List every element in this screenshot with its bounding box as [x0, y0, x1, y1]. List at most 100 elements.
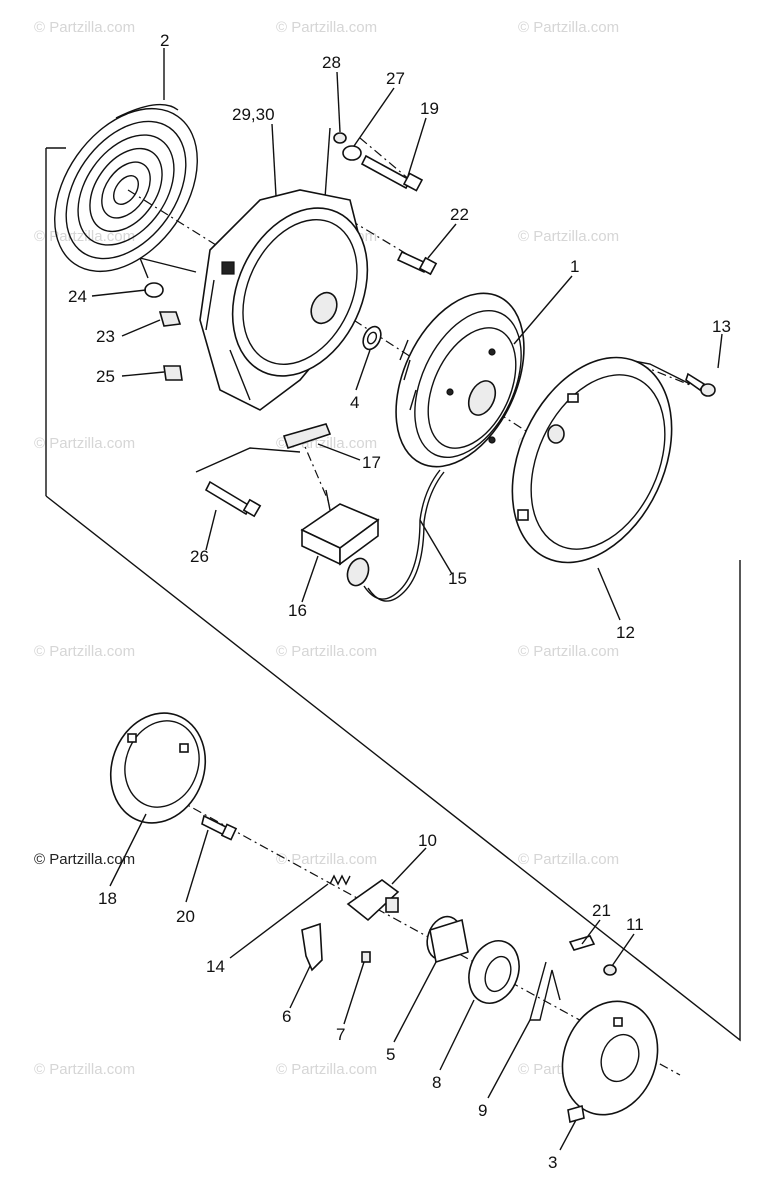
callout-11: 11: [626, 915, 644, 934]
callout-12: 12: [616, 623, 635, 642]
lower-assembly: [109, 712, 659, 1124]
bolt-19-icon: [360, 154, 412, 190]
assembly-bracket-lines: [45, 127, 741, 1042]
recoil-spring: [54, 103, 198, 273]
leader-lines: [91, 48, 723, 1151]
recoil-cover: [511, 356, 673, 564]
leader-line: [185, 829, 209, 903]
leader-line: [121, 371, 165, 377]
callout-25: 25: [96, 367, 115, 386]
watermark: © Partzilla.com: [518, 643, 619, 660]
leader-line: [301, 555, 319, 603]
leader-line: [559, 1119, 577, 1151]
leader-line: [317, 443, 361, 461]
crankcase-housing: [199, 189, 369, 411]
callout-24: 24: [68, 287, 87, 306]
watermark: © Partzilla.com: [276, 19, 377, 36]
axis-line: [299, 434, 331, 506]
watermark: © Partzilla.com: [276, 1061, 377, 1078]
nut-28-icon: [333, 132, 347, 144]
leader-line: [439, 999, 475, 1071]
pin-7-icon: [361, 951, 371, 963]
screw-26-icon: [204, 480, 252, 516]
callout-13: 13: [712, 317, 731, 336]
callout-17: 17: [362, 453, 381, 472]
callout-4: 4: [350, 393, 359, 412]
callout-28: 28: [322, 53, 341, 72]
callout-3: 3: [548, 1153, 557, 1172]
leader-line: [391, 847, 427, 885]
bolt-13-icon: [685, 372, 706, 392]
leader-line: [353, 87, 395, 147]
cup-18-icon: [109, 712, 207, 824]
bracket-switch-wire: [282, 423, 445, 602]
washer-8-icon: [468, 940, 520, 1004]
bracket-line: [139, 257, 197, 279]
callout-23: 23: [96, 327, 115, 346]
callout-9: 9: [478, 1101, 487, 1120]
bracket-line: [195, 447, 301, 473]
leader-line: [121, 319, 161, 337]
washer-11-icon: [603, 964, 617, 976]
small-hardware-top: [144, 132, 716, 518]
leader-line: [271, 123, 277, 197]
callout-16: 16: [288, 601, 307, 620]
leader-line: [393, 961, 437, 1043]
callout-7: 7: [336, 1025, 345, 1044]
bracket-line: [45, 495, 741, 1042]
watermark: © Partzilla.com: [34, 228, 135, 245]
leader-line: [597, 567, 621, 621]
callout-8: 8: [432, 1073, 441, 1092]
leader-line: [419, 519, 453, 575]
bracket-17-icon: [282, 423, 332, 450]
leader-line: [109, 813, 147, 887]
flywheel: [395, 292, 525, 468]
callout-22: 22: [450, 205, 469, 224]
leader-line: [343, 961, 365, 1025]
washer-24-icon: [144, 282, 164, 298]
leader-line: [205, 509, 217, 551]
callout-5: 5: [386, 1045, 395, 1064]
clip-9-icon: [529, 961, 561, 1021]
callout-15: 15: [448, 569, 467, 588]
callout-27: 27: [386, 69, 405, 88]
leader-line: [513, 275, 573, 345]
callout-21: 21: [592, 901, 611, 920]
leader-line: [407, 117, 427, 177]
watermark: © Partzilla.com: [518, 19, 619, 36]
watermark: © Partzilla.com: [518, 851, 619, 868]
callout-14: 14: [206, 957, 225, 976]
callout-6: 6: [282, 1007, 291, 1026]
axis-line: [359, 137, 411, 181]
leader-line: [611, 933, 635, 967]
wire-15-icon: [363, 469, 441, 600]
axis-line: [127, 189, 241, 261]
callout-18: 18: [98, 889, 117, 908]
watermark: © Partzilla.com: [34, 643, 135, 660]
watermark: © Partzilla.com: [34, 1061, 135, 1078]
callout-10: 10: [418, 831, 437, 850]
leader-line: [427, 223, 457, 259]
watermark: © Partzilla.com: [34, 19, 135, 36]
leader-line: [229, 883, 329, 959]
bushing-25-icon: [163, 365, 183, 381]
axis-line: [349, 219, 421, 263]
watermark-dark: © Partzilla.com: [34, 851, 135, 868]
seal-4-icon: [362, 325, 382, 351]
callout-20: 20: [176, 907, 195, 926]
callout-2: 2: [160, 31, 169, 50]
callout-labels: 2 28 27 19 29,30 22 1 24 23 25 4 13 17 2…: [68, 31, 731, 1172]
callout-29-30: 29,30: [232, 105, 275, 124]
watermark: © Partzilla.com: [34, 435, 135, 452]
leader-line: [717, 333, 723, 369]
callout-19: 19: [420, 99, 439, 118]
leader-line: [289, 965, 311, 1009]
pawl-6-icon: [301, 922, 323, 972]
leader-line: [487, 1019, 531, 1099]
leader-line: [355, 349, 371, 391]
watermark: © Partzilla.com: [518, 228, 619, 245]
ratchet-10-icon: [346, 879, 400, 922]
plate-3-icon: [561, 1000, 659, 1116]
callout-26: 26: [190, 547, 209, 566]
